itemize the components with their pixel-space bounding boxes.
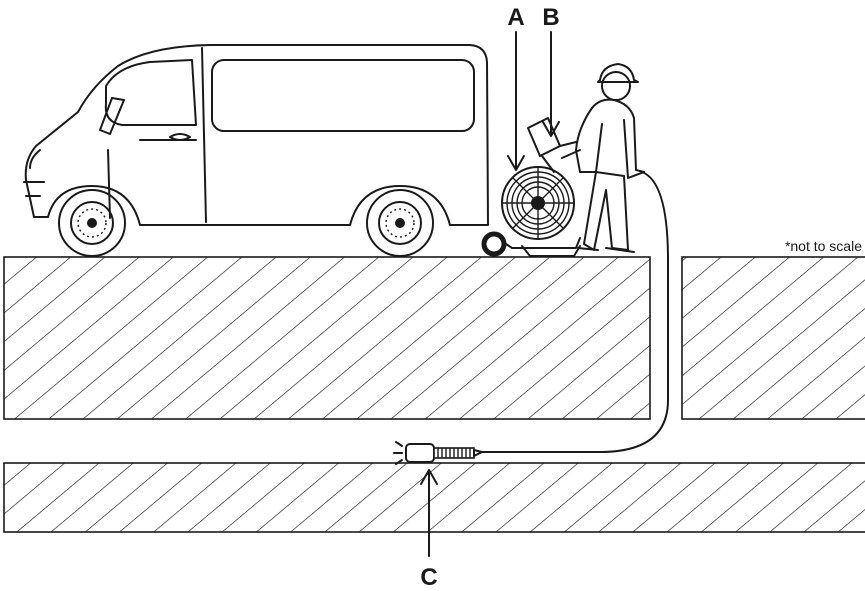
callout-b <box>542 31 560 137</box>
label-b: B <box>542 4 559 31</box>
scale-note: *not to scale <box>785 238 862 254</box>
cable-reel-icon <box>481 166 581 257</box>
van-rear-wheel <box>366 189 434 257</box>
callout-a <box>507 31 525 171</box>
worker-icon <box>561 63 645 253</box>
camera-head-icon <box>393 441 483 465</box>
van-front-wheel <box>58 189 126 257</box>
push-cable <box>479 171 669 453</box>
van-icon <box>23 44 489 257</box>
ground-section <box>3 256 865 533</box>
monitor-icon <box>527 117 577 173</box>
ground-block-right <box>681 256 865 420</box>
label-c: C <box>420 564 437 591</box>
pipe-floor <box>3 462 865 533</box>
label-a: A <box>507 4 524 31</box>
ground-block-left <box>3 256 651 420</box>
callout-c <box>420 469 438 557</box>
